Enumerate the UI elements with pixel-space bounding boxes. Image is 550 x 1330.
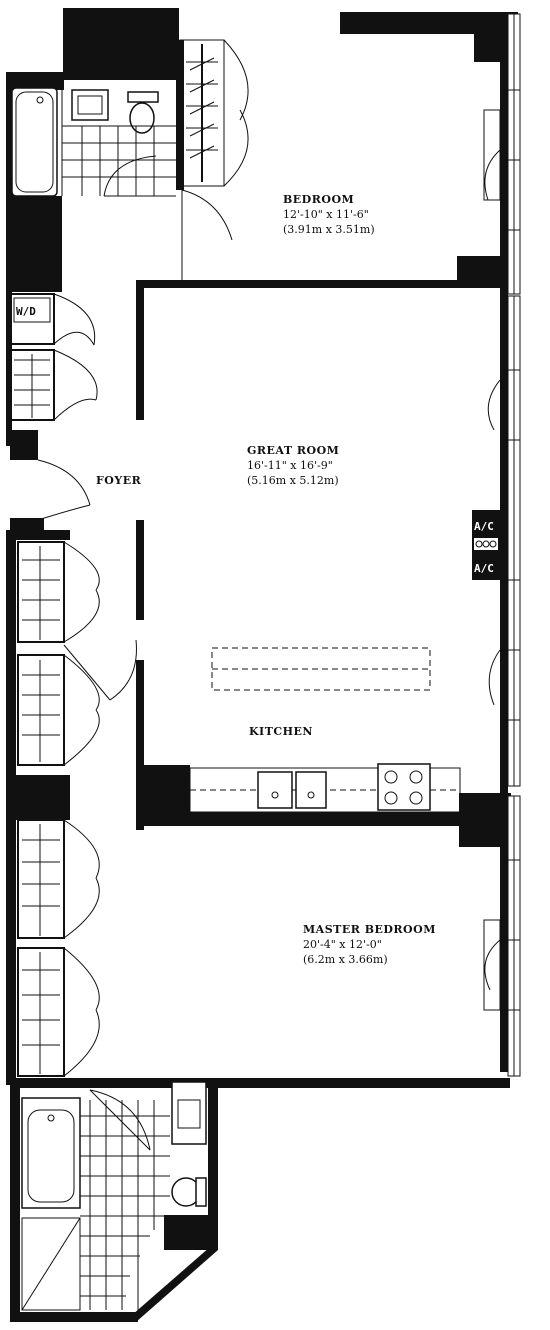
foyer-closets xyxy=(17,541,137,766)
great-room-dim-imperial: 16'-11" x 16'-9" xyxy=(247,459,333,472)
ac-unit: A/C A/C xyxy=(472,510,500,580)
room-labels: BEDROOM 12'-10" x 11'-6" (3.91m x 3.51m)… xyxy=(96,193,436,966)
bedroom-dim-imperial: 12'-10" x 11'-6" xyxy=(283,208,369,221)
great-room-dim-metric: (5.16m x 5.12m) xyxy=(247,474,339,487)
great-room-name: GREAT ROOM xyxy=(247,444,339,457)
master-bedroom-dim-metric: (6.2m x 3.66m) xyxy=(303,953,388,966)
bedroom-name: BEDROOM xyxy=(283,193,354,206)
master-bedroom-name: MASTER BEDROOM xyxy=(303,923,436,936)
bedroom-dim-metric: (3.91m x 3.51m) xyxy=(283,223,375,236)
bedroom-closet xyxy=(179,39,249,280)
washer-dryer-label: W/D xyxy=(16,305,36,318)
ac-label-top: A/C xyxy=(474,520,494,533)
top-bathroom xyxy=(11,87,176,197)
master-closets xyxy=(17,819,100,1077)
kitchen-counter xyxy=(189,647,461,813)
kitchen-name: KITCHEN xyxy=(249,725,313,738)
master-bedroom-dim-imperial: 20'-4" x 12'-0" xyxy=(303,938,382,951)
windows xyxy=(483,13,521,1077)
foyer-name: FOYER xyxy=(96,474,142,487)
wd-closet: W/D xyxy=(9,293,98,521)
ac-label-bottom: A/C xyxy=(474,562,494,575)
master-bathroom xyxy=(21,1081,207,1311)
walls xyxy=(6,8,518,1322)
